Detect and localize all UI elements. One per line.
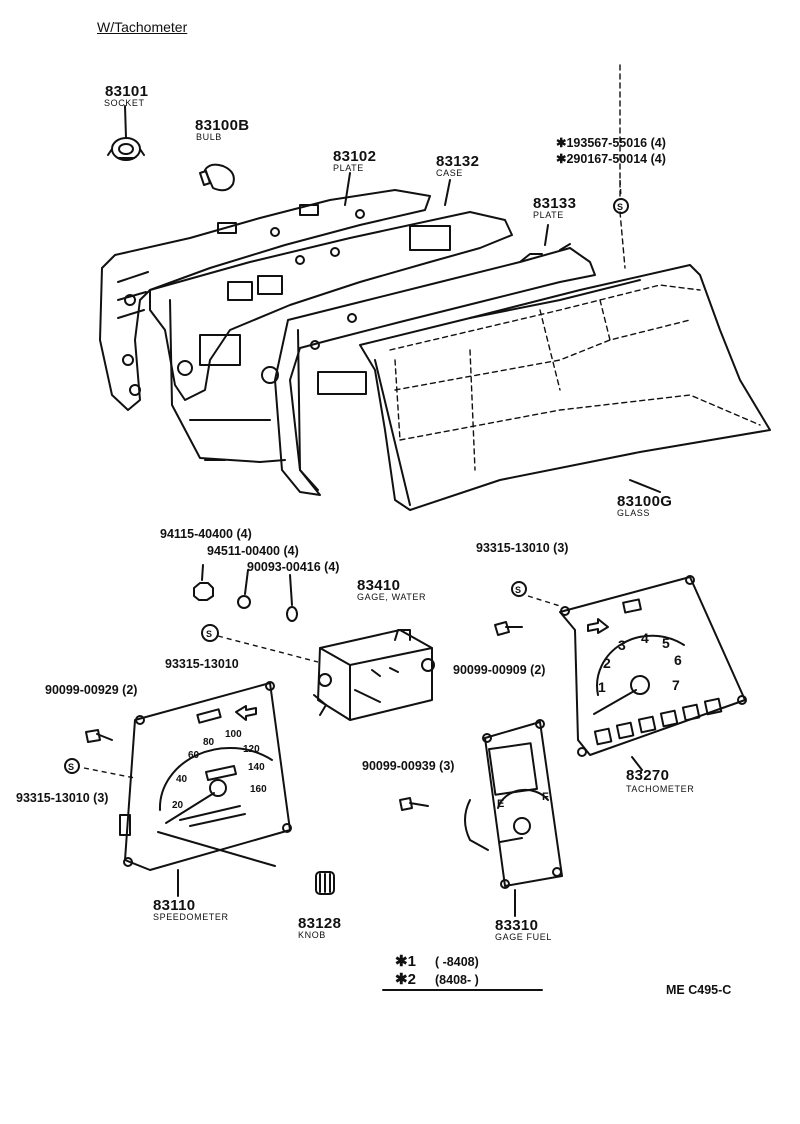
plate-83133-drawing bbox=[274, 243, 596, 496]
case-screw-2: ✱290167-50014 (4) bbox=[556, 152, 666, 166]
drawing-code: ME C495-C bbox=[666, 983, 732, 997]
plate-83102-drawing bbox=[99, 189, 431, 411]
water-gage-name: GAGE, WATER bbox=[357, 592, 427, 602]
glass-hidden-lines bbox=[389, 64, 761, 471]
tach-screw-part: 93315-13010 (3) bbox=[476, 541, 569, 555]
fuel-full-mark: F bbox=[542, 791, 549, 803]
case-screw-1: ✱193567-55016 (4) bbox=[556, 136, 666, 150]
fuel-gage-name: GAGE FUEL bbox=[495, 932, 552, 942]
speedo-tick-40: 40 bbox=[176, 774, 188, 785]
case-83132-drawing bbox=[149, 211, 513, 463]
plate-83102-number: 83102 bbox=[333, 148, 377, 165]
tach-screw-drawing: S bbox=[511, 581, 527, 597]
speedo-tick-60: 60 bbox=[188, 750, 200, 761]
legend-text-1: ( -8408) bbox=[435, 955, 479, 969]
legend-text-2: (8408- ) bbox=[435, 973, 479, 987]
legend-mark-2: ✱2 bbox=[395, 971, 416, 988]
speedometer-number: 83110 bbox=[153, 897, 196, 914]
fuel-bolt-drawing bbox=[399, 797, 429, 811]
speedo-tick-20: 20 bbox=[172, 800, 184, 811]
plate-83102-name: PLATE bbox=[333, 163, 364, 173]
tacho-indicator-windows bbox=[593, 697, 723, 746]
speedo-tick-160: 160 bbox=[250, 784, 267, 795]
svg-text:S: S bbox=[68, 762, 74, 772]
tacho-tick-4: 4 bbox=[641, 630, 649, 646]
tacho-tick-7: 7 bbox=[672, 677, 680, 693]
speedo-tick-80: 80 bbox=[203, 737, 215, 748]
speed-screw-part: 93315-13010 (3) bbox=[16, 791, 109, 805]
tacho-tick-6: 6 bbox=[674, 652, 682, 668]
glass-part-name: GLASS bbox=[617, 508, 651, 518]
fuel-gage-number: 83310 bbox=[495, 917, 539, 934]
knob-drawing bbox=[315, 871, 335, 895]
tachometer-number: 83270 bbox=[626, 767, 670, 784]
speedo-tick-140: 140 bbox=[248, 762, 265, 773]
water-gage-drawing bbox=[313, 629, 435, 721]
speed-bolt-part: 90099-00929 (2) bbox=[45, 683, 138, 697]
svg-text:S: S bbox=[617, 202, 623, 212]
case-part-name: CASE bbox=[436, 168, 463, 178]
glass-part-number: 83100G bbox=[617, 493, 673, 510]
knob-name: KNOB bbox=[298, 930, 326, 940]
bulb-part-number: 83100B bbox=[195, 117, 250, 134]
tach-bolt-drawing bbox=[494, 621, 523, 636]
svg-text:S: S bbox=[206, 629, 212, 639]
tachometer-drawing bbox=[559, 575, 747, 757]
washer-part-2: 90093-00416 (4) bbox=[247, 560, 340, 574]
diagram-header: W/Tachometer bbox=[97, 19, 188, 35]
tachometer-name: TACHOMETER bbox=[626, 784, 695, 794]
tacho-tick-2: 2 bbox=[603, 655, 611, 671]
fuel-gage-drawing bbox=[464, 719, 563, 889]
svg-text:S: S bbox=[515, 585, 521, 595]
water-screw-drawing: S bbox=[201, 624, 219, 642]
bulb-drawing bbox=[199, 163, 235, 192]
case-part-number: 83132 bbox=[436, 153, 480, 170]
fuel-empty-mark: E bbox=[497, 798, 504, 810]
tacho-tick-5: 5 bbox=[662, 635, 670, 651]
fuel-bolt-part: 90099-00939 (3) bbox=[362, 759, 455, 773]
case-screw-drawing: S bbox=[613, 198, 629, 214]
socket-part-name: SOCKET bbox=[104, 98, 145, 108]
bulb-part-name: BULB bbox=[196, 132, 222, 142]
tacho-tick-1: 1 bbox=[598, 679, 606, 695]
speed-bolt-drawing bbox=[85, 729, 113, 743]
tach-bolt-part: 90099-00909 (2) bbox=[453, 663, 546, 677]
speedo-tick-120: 120 bbox=[243, 744, 260, 755]
glass-83100g-drawing bbox=[359, 264, 771, 511]
legend-mark-1: ✱1 bbox=[395, 953, 416, 970]
water-gage-number: 83410 bbox=[357, 577, 401, 594]
nut-washers-drawing bbox=[193, 564, 298, 622]
plate-83133-number: 83133 bbox=[533, 195, 577, 212]
speedo-tick-100: 100 bbox=[225, 729, 242, 740]
nut-part: 94115-40400 (4) bbox=[160, 527, 252, 541]
tacho-tick-3: 3 bbox=[618, 637, 626, 653]
speedometer-name: SPEEDOMETER bbox=[153, 912, 229, 922]
socket-part-number: 83101 bbox=[105, 83, 149, 100]
speed-screw-drawing: S bbox=[64, 758, 80, 774]
water-screw-part: 93315-13010 bbox=[165, 657, 239, 671]
speedometer-drawing bbox=[119, 681, 292, 871]
knob-number: 83128 bbox=[298, 915, 342, 932]
washer-part-1: 94511-00400 (4) bbox=[207, 544, 299, 558]
plate-83133-name: PLATE bbox=[533, 210, 564, 220]
